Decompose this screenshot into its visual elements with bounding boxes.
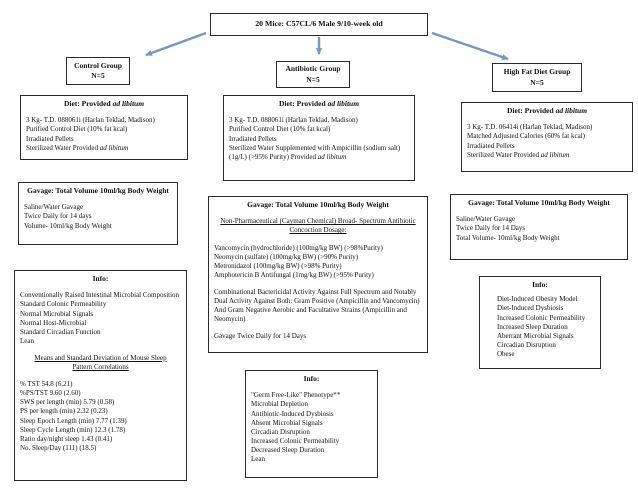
antibiotic-group-n: N=5 [306,74,320,84]
diet-line-text: Sterilized Water Supplemented with Ampic… [229,143,401,161]
gavage-line: Volume- 10ml/kg Body Weight [24,221,112,230]
info-line: Antibiotic-Induced Dysbiosis [251,409,334,418]
antibiotic-group-box: Antibiotic Group N=5 [276,61,350,88]
arrow-to-control-group [145,31,207,57]
highfat-group-n: N=5 [530,77,544,87]
antibiotic-diet-box: Diet: Provided ad libitum 3 Kg- T.D. 088… [223,95,415,181]
diet-title-italic: ad libitum [112,99,145,108]
diet-line: Sterilized Water Provided ad libitum [26,144,182,153]
info-line: Standard Circadian Function [20,327,101,336]
info-line: Normal Microbial Signals [20,309,94,318]
diet-line-text: Sterilized Water Provided [26,143,100,152]
antibiotic-info-box: Info: "Germ Free-Like" Phenotype** Micro… [245,370,378,478]
info-line: Decreased Sleep Duration [251,445,325,454]
dosage-line: Amphotericin B Antifungal (1mg/kg BW) (>… [214,270,374,279]
gavage-line: Twice Daily for 14 days [24,212,92,221]
bactericidal-activity-para: Combinational Bactericidal Activity Agai… [214,287,420,324]
stat-line: SWS per length (min) 5.79 (0.58) [20,398,115,407]
info-line: Diet-Induced Dysbiosis [497,304,564,313]
highfat-group-name: High Fat Diet Group [503,67,571,77]
root-box: 20 Mice: C57CL/6 Male 9/10-week old [210,13,428,36]
control-gavage-title: Gavage: Total Volume 10ml/kg Body Weight [27,186,169,195]
highfat-gavage-title: Gavage: Total Volume 10ml/kg Body Weight [468,198,610,207]
diet-line: Irradiated Pellets [26,134,74,143]
sleep-stats-subhead: Means and Standard Deviation of Mouse Sl… [34,353,167,372]
info-line: Circadian Disruption [251,427,310,436]
control-diet-box: Diet: Provided ad libitum 3 Kg- T.D. 088… [20,95,188,160]
highfat-group-box: High Fat Diet Group N=5 [492,63,582,92]
diet-title-text: Diet: Provided [506,106,556,115]
info-line: Increased Sleep Duration [497,322,568,331]
stat-line: No. Sleep/Day (111) (18.5) [20,443,97,452]
info-line: Aberrant Microbial Signals [497,331,574,340]
diet-title-italic: ad libitum [327,99,360,108]
control-group-name: Control Group [74,60,122,70]
info-line: Lean [251,455,265,464]
antibiotic-diet-title: Diet: Provided ad libitum [229,99,409,108]
stat-line: Sleep Epoch Length (min) 7.77 (1.39) [20,416,127,425]
gavage-line: Saline/Water Gavage [456,215,516,224]
root-title: 20 Mice: C57CL/6 Male 9/10-week old [255,19,383,29]
arrow-to-highfat-group [431,31,509,61]
antibiotic-concoction-subhead: Non-Pharmaceutical (Cayman Chemical) Bro… [220,217,416,235]
antibiotic-info-title: Info: [303,374,320,383]
stat-line: Sleep Cycle Length (min) 12.3 (1.78) [20,425,126,434]
diet-line-italic: ad libitum [540,150,570,159]
info-line: Increased Colonic Permeability [497,313,586,322]
control-gavage-box: Gavage: Total Volume 10ml/kg Body Weight… [18,182,178,245]
info-line: Lean [20,336,34,345]
stat-line: PS per length (min) 2.32 (0.23) [20,407,108,416]
diet-line: Sterilized Water Provided ad libitum [467,151,627,160]
diet-title-text: Diet: Provided [278,99,328,108]
info-line: Microbial Depletion [251,400,308,409]
info-line: "Germ Free-Like" Phenotype** [251,391,341,400]
info-line: Obese [497,349,515,358]
gavage-line: Saline/Water Gavage [24,203,84,212]
diet-line-italic: ad libitum [99,143,129,152]
stat-line: % TST 54.8 (6.21) [20,380,73,389]
highfat-info-box: Info: Diet-Induced Obesity Model Diet-In… [479,276,601,369]
stat-line: %PS/TST 9.60 (2.60) [20,389,81,398]
diet-line-text: Sterilized Water Provided [467,150,541,159]
info-line: Normal Host-Microbial [20,318,87,327]
dosage-line: Neomycin (sulfate) (100mg/kg BW) (>90% P… [214,252,359,261]
highfat-gavage-box: Gavage: Total Volume 10ml/kg Body Weight… [450,194,628,260]
diet-line-italic: ad libitum [317,152,347,161]
control-group-box: Control Group N=5 [66,57,130,85]
diet-title-italic: ad libitum [555,106,588,115]
gavage-footer-line: Gavage Twice Daily for 14 Days [214,332,307,341]
stat-line: Ratio day/night sleep 1.43 (0.41) [20,434,113,443]
gavage-line: Total Volume- 10ml/kg Body Weight [456,233,560,242]
diet-line: Sterilized Water Supplemented with Ampic… [229,144,409,162]
info-line: Increased Colonic Permeability [251,436,340,445]
dosage-line: Vancomycin (hydrochloride) (100mg/kg BW)… [214,243,383,252]
diet-line: 3 Kg- T.D. 088061i (Harlan Teklad, Madis… [26,116,155,125]
info-line: Conventionally Raised Intestinal Microbi… [20,291,180,300]
diet-line: 3 Kg- T.D. 06414i (Harlan Teklad, Madiso… [467,123,593,132]
highfat-diet-title: Diet: Provided ad libitum [467,106,627,115]
antibiotic-gavage-title: Gavage: Total Volume 10ml/kg Body Weight [247,200,389,209]
control-info-title: Info: [92,274,109,283]
diet-line: Irradiated Pellets [229,134,277,143]
highfat-diet-box: Diet: Provided ad libitum 3 Kg- T.D. 064… [461,102,633,172]
diet-line: Purified Control Diet (10% fat kcal) [26,125,128,134]
gavage-line: Twice Daily for 14 Days [456,224,526,233]
diet-line: Matched Adjusted Calories (60% fat kcal) [467,132,585,141]
info-line: Standard Colonic Permeability [20,300,107,309]
diet-line: 3 Kg- T.D. 088061i (Harlan Teklad, Madis… [229,116,358,125]
diet-title-text: Diet: Provided [63,99,113,108]
control-group-n: N=5 [91,71,105,80]
control-diet-title: Diet: Provided ad libitum [26,99,182,108]
diet-line: Purified Control Diet (10% fat kcal) [229,125,331,134]
dosage-line: Metronidazol (100mg/kg BW) (>98% Purity) [214,261,342,270]
antibiotic-group-name: Antibiotic Group [285,64,341,74]
highfat-info-title: Info: [532,280,548,289]
info-line: Absent Microbial Signals [251,418,323,427]
info-line: Diet-Induced Obesity Model [497,295,578,304]
info-line: Circadian Disruption [497,340,556,349]
antibiotic-gavage-box: Gavage: Total Volume 10ml/kg Body Weight… [208,196,428,353]
control-info-box: Info: Conventionally Raised Intestinal M… [14,270,187,481]
diet-line: Irradiated Pellets [467,141,515,150]
